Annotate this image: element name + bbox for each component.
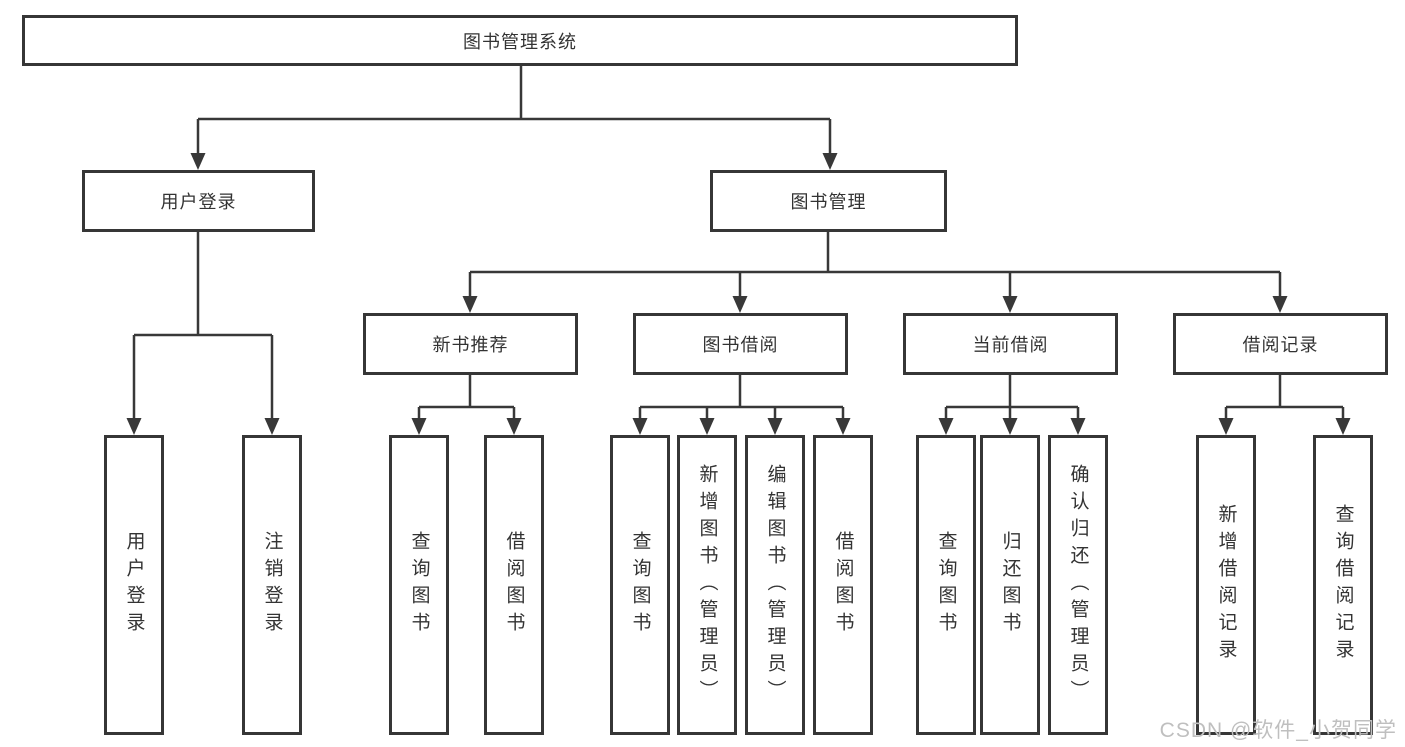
leaf-borrow-books-recommend: 借阅图书 (484, 435, 544, 735)
node-borrowing-records: 借阅记录 (1173, 313, 1388, 375)
node-label: 借阅记录 (1242, 335, 1319, 355)
leaf-borrow-books: 借阅图书 (813, 435, 873, 735)
node-book-management: 图书管理 (710, 170, 947, 232)
leaf-label: 用户登录 (123, 531, 145, 639)
leaf-label: 注销登录 (261, 531, 283, 639)
leaf-query-books-recommend: 查询图书 (389, 435, 449, 735)
leaf-query-books-borrow: 查询图书 (610, 435, 670, 735)
leaf-label: 新增图书（管理员） (696, 463, 718, 707)
leaf-label: 查询借阅记录 (1332, 504, 1354, 666)
node-new-book-recommendation: 新书推荐 (363, 313, 578, 375)
leaf-label: 编辑图书（管理员） (764, 463, 786, 707)
node-user-login: 用户登录 (82, 170, 315, 232)
node-label: 图书借阅 (702, 335, 779, 355)
node-label: 图书管理 (790, 192, 867, 212)
leaf-confirm-return-admin: 确认归还（管理员） (1048, 435, 1108, 735)
node-current-borrowing: 当前借阅 (903, 313, 1118, 375)
leaf-query-books-current: 查询图书 (916, 435, 976, 735)
node-label: 图书管理系统 (463, 31, 577, 52)
node-label: 当前借阅 (972, 335, 1049, 355)
leaf-query-borrow-record: 查询借阅记录 (1313, 435, 1373, 735)
node-library-management-system: 图书管理系统 (22, 15, 1018, 66)
node-label: 用户登录 (160, 192, 237, 212)
leaf-add-borrow-record: 新增借阅记录 (1196, 435, 1256, 735)
leaf-user-login: 用户登录 (104, 435, 164, 735)
leaf-label: 确认归还（管理员） (1067, 463, 1089, 707)
node-label: 新书推荐 (432, 335, 509, 355)
leaf-label: 查询图书 (629, 531, 651, 639)
leaf-add-books-admin: 新增图书（管理员） (677, 435, 737, 735)
leaf-label: 借阅图书 (503, 531, 525, 639)
leaf-edit-books-admin: 编辑图书（管理员） (745, 435, 805, 735)
leaf-label: 借阅图书 (832, 531, 854, 639)
leaf-label: 新增借阅记录 (1215, 504, 1237, 666)
leaf-return-books: 归还图书 (980, 435, 1040, 735)
node-book-borrowing: 图书借阅 (633, 313, 848, 375)
watermark: CSDN @软件_小贺同学 (1159, 719, 1397, 742)
leaf-label: 查询图书 (935, 531, 957, 639)
leaf-label: 归还图书 (999, 531, 1021, 639)
leaf-label: 查询图书 (408, 531, 430, 639)
leaf-logout: 注销登录 (242, 435, 302, 735)
